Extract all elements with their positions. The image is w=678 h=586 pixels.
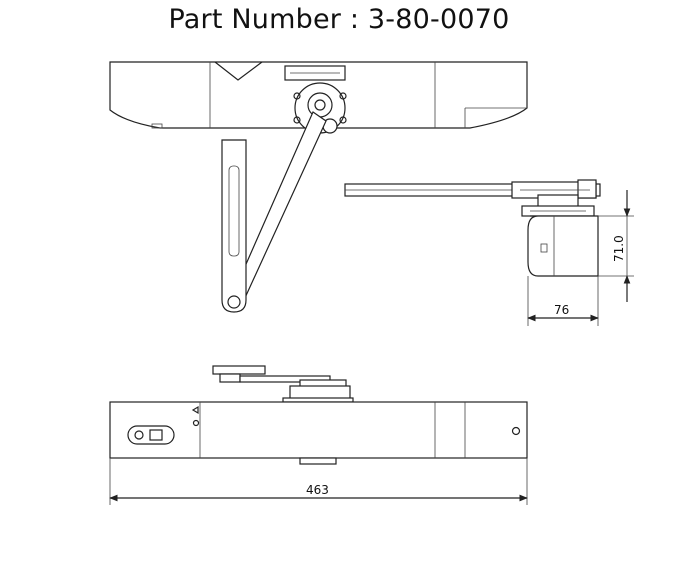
front-view: 463 xyxy=(109,365,528,505)
length-dimension-label: 463 xyxy=(306,483,329,497)
front-view-body xyxy=(109,401,528,459)
height-dimension-label: 71.0 xyxy=(612,235,626,262)
forearm xyxy=(221,139,247,313)
side-view-body xyxy=(527,215,599,277)
top-view xyxy=(109,61,528,313)
depth-dimension-label: 76 xyxy=(554,303,569,317)
part-number-title: Part Number : 3-80-0070 xyxy=(168,4,510,35)
side-view: 71.0 76 xyxy=(344,179,634,326)
